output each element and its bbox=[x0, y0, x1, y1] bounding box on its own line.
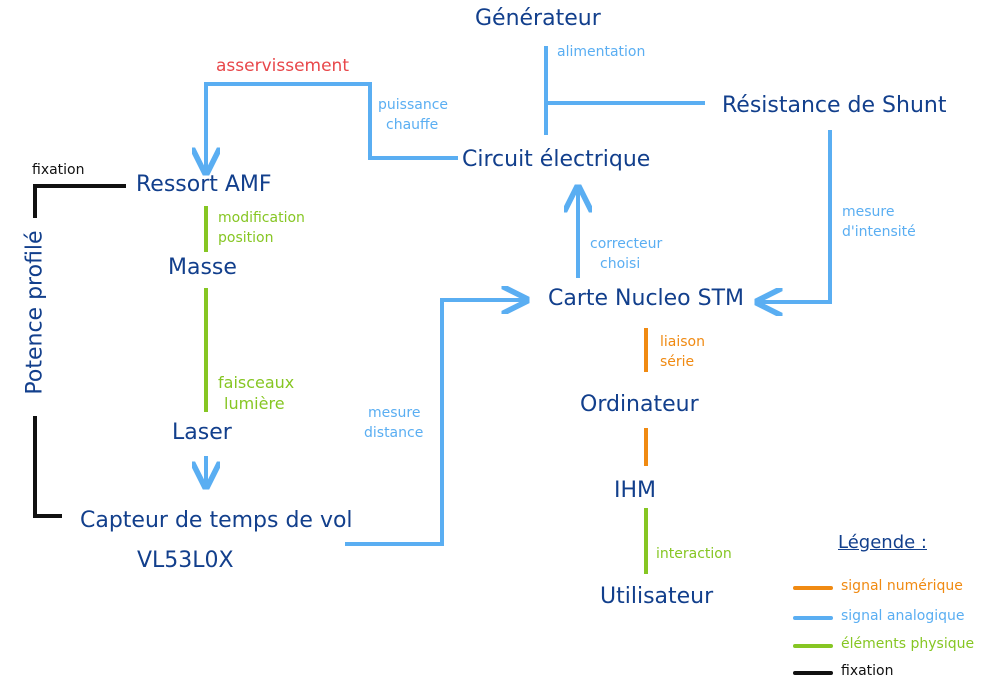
legend-swatch-black bbox=[793, 671, 833, 675]
legend-label: signal analogique bbox=[841, 608, 965, 624]
link-fixation-ressort bbox=[33, 184, 126, 218]
legend-item-analogique: signal analogique bbox=[793, 608, 993, 628]
node-ordinateur: Ordinateur bbox=[580, 392, 699, 417]
legend-swatch-orange bbox=[793, 586, 833, 590]
label-correcteur-line2: choisi bbox=[600, 256, 641, 272]
link-shunt-nucleo bbox=[760, 130, 832, 302]
node-potence-profile: Potence profilé bbox=[22, 230, 48, 395]
link-capteur-nucleo bbox=[345, 300, 524, 546]
label-alimentation: alimentation bbox=[557, 44, 646, 60]
node-circuit-electrique: Circuit électrique bbox=[462, 147, 651, 172]
legend-label: éléments physique bbox=[841, 636, 975, 652]
label-mesure-distance-line1: mesure bbox=[368, 405, 421, 421]
node-masse: Masse bbox=[168, 255, 237, 280]
legend-item-physique: éléments physique bbox=[793, 636, 993, 656]
legend-swatch-green bbox=[793, 644, 833, 648]
label-modification-line2: position bbox=[218, 230, 274, 246]
legend-item-fixation: fixation bbox=[793, 663, 993, 683]
legend-swatch-blue bbox=[793, 616, 833, 620]
legend-label: fixation bbox=[841, 663, 894, 679]
link-fixation-capteur bbox=[33, 416, 62, 518]
link-circuit-ressort bbox=[206, 82, 458, 170]
label-correcteur-line1: correcteur bbox=[590, 236, 663, 252]
node-carte-nucleo: Carte Nucleo STM bbox=[548, 286, 745, 311]
label-mesure-intensite-line1: mesure bbox=[842, 204, 895, 220]
legend-title: Légende : bbox=[838, 532, 927, 553]
label-faisceaux-line2: lumière bbox=[224, 394, 285, 413]
node-capteur-line1: Capteur de temps de vol bbox=[80, 508, 353, 533]
label-mesure-intensite-line2: d'intensité bbox=[842, 224, 916, 240]
label-puissance-line2: chauffe bbox=[386, 117, 439, 133]
label-interaction: interaction bbox=[656, 546, 732, 562]
node-generateur: Générateur bbox=[475, 6, 601, 31]
label-faisceaux-line1: faisceaux bbox=[218, 373, 295, 392]
label-puissance-line1: puissance bbox=[378, 97, 448, 113]
node-capteur-line2: VL53L0X bbox=[137, 548, 234, 573]
label-liaison-line2: série bbox=[660, 354, 695, 370]
label-liaison-line1: liaison bbox=[660, 334, 705, 350]
label-fixation: fixation bbox=[32, 162, 85, 178]
legend-label: signal numérique bbox=[841, 578, 963, 594]
node-ihm: IHM bbox=[614, 478, 657, 503]
node-laser: Laser bbox=[172, 420, 232, 445]
label-mesure-distance-line2: distance bbox=[364, 425, 424, 441]
label-asservissement: asservissement bbox=[216, 56, 349, 76]
node-ressort-amf: Ressort AMF bbox=[136, 172, 272, 197]
legend-item-numerique: signal numérique bbox=[793, 578, 993, 598]
node-resistance-shunt: Résistance de Shunt bbox=[722, 93, 947, 118]
label-modification-line1: modification bbox=[218, 210, 305, 226]
node-utilisateur: Utilisateur bbox=[600, 584, 714, 609]
